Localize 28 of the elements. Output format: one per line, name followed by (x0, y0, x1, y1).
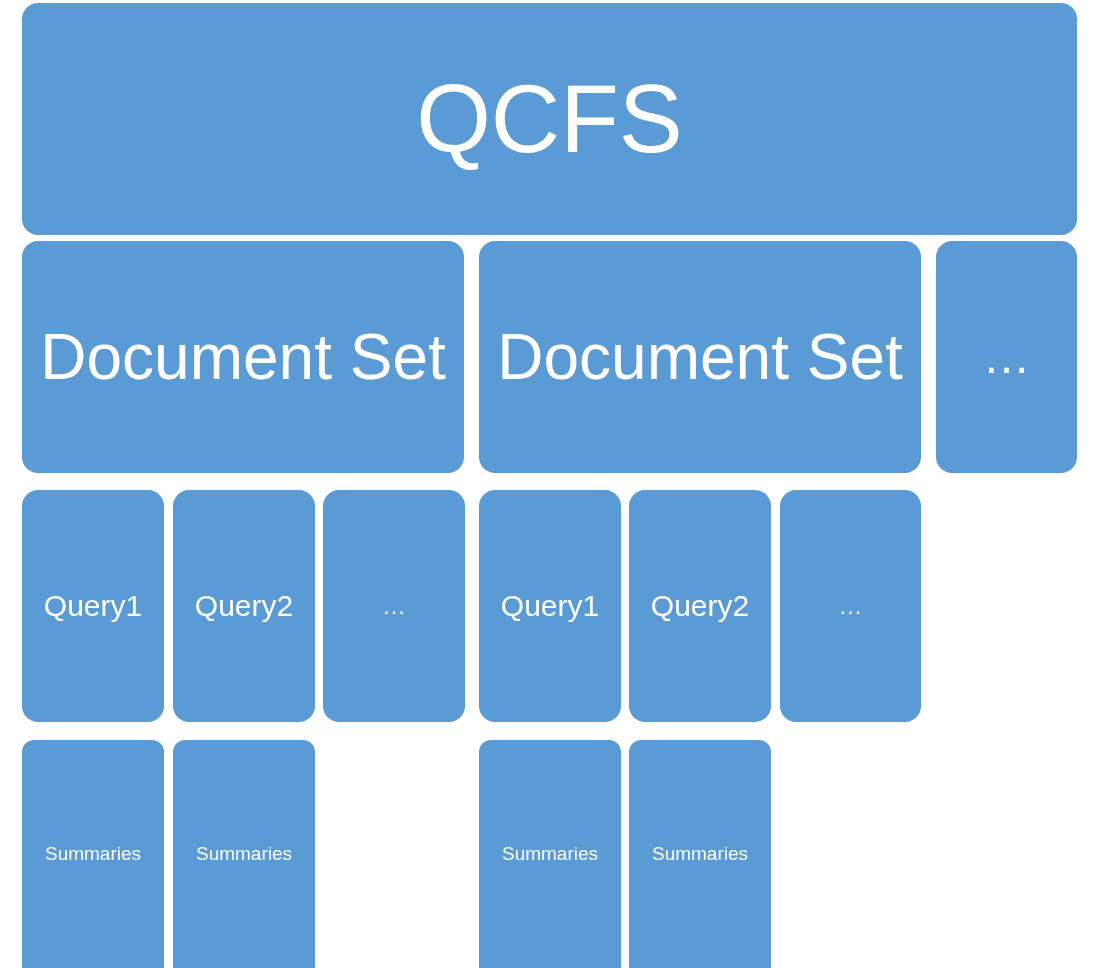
block-label: … (838, 591, 863, 621)
block-label: Summaries (501, 842, 599, 866)
block-label: Summaries (651, 842, 749, 866)
block-label: … (382, 591, 406, 621)
block (479, 241, 921, 473)
block-label: QCFS (416, 64, 683, 174)
block (22, 241, 464, 473)
block (323, 490, 465, 722)
block (780, 490, 921, 722)
block (22, 490, 164, 722)
block (479, 740, 621, 968)
block (479, 490, 621, 722)
block (22, 3, 1077, 235)
block (173, 490, 315, 722)
block (173, 740, 315, 968)
block (22, 740, 164, 968)
block-label: Summaries (195, 842, 293, 866)
block (936, 241, 1077, 473)
block-label: Query1 (43, 588, 143, 625)
block (629, 740, 771, 968)
block-label: Query1 (500, 588, 600, 625)
block-label: … (982, 329, 1031, 385)
block-label: Document Set (497, 320, 903, 395)
block-label: Query2 (194, 588, 294, 625)
block-label: Query2 (650, 588, 750, 625)
block-label: Summaries (44, 842, 142, 866)
block-label: Document Set (40, 320, 446, 395)
block (629, 490, 771, 722)
